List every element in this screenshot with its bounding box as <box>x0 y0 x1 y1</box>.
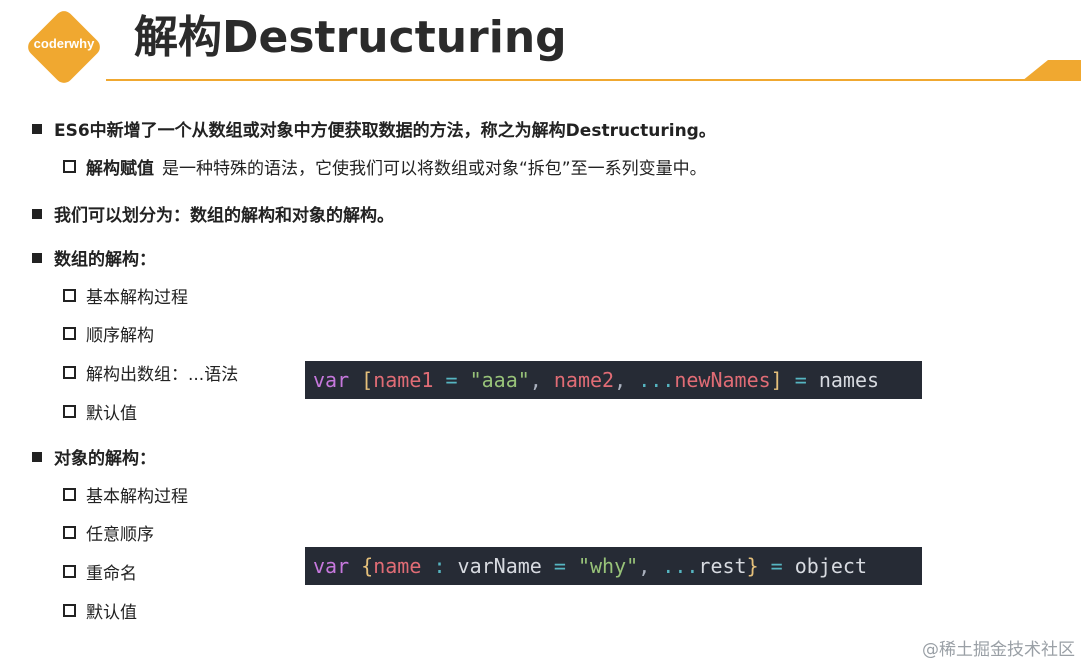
code-block-object: var {name : varName = "why", ...rest} = … <box>305 547 922 585</box>
hollow-square-icon <box>63 160 76 173</box>
list-item-text: 任意顺序 <box>86 525 154 545</box>
bullet-square-icon <box>32 252 42 263</box>
list-item: 顺序解构 <box>63 321 154 346</box>
code-block-array: var [name1 = "aaa", name2, ...newNames] … <box>305 361 922 399</box>
list-item: 基本解构过程 <box>63 482 188 507</box>
header-divider <box>106 60 1081 81</box>
list-item-text: 默认值 <box>86 603 137 623</box>
logo-diamond-icon <box>28 11 100 83</box>
code-bracket: } <box>746 554 759 578</box>
list-item-text: 默认值 <box>86 404 137 424</box>
code-operator: : <box>433 554 446 578</box>
bullet-square-icon <box>32 451 42 462</box>
code-punct: , <box>638 554 651 578</box>
code-variable: name2 <box>553 368 615 392</box>
list-item: 默认值 <box>63 399 137 424</box>
code-operator: = <box>553 554 566 578</box>
code-keyword: var <box>313 368 350 392</box>
code-identifier: names <box>818 368 880 392</box>
code-variable: name <box>373 554 422 578</box>
code-punct: , <box>529 368 542 392</box>
hollow-square-icon <box>63 327 76 340</box>
code-string: "aaa" <box>469 368 530 392</box>
list-item-text: 重命名 <box>86 564 137 584</box>
code-variable: name1 <box>373 368 434 392</box>
code-bracket: { <box>361 554 374 578</box>
code-operator: = <box>770 554 783 578</box>
header-accent-shape <box>1022 60 1081 81</box>
code-operator: = <box>794 368 807 392</box>
code-bracket: ] <box>770 368 783 392</box>
code-keyword: var <box>313 554 350 578</box>
list-item-text: 基本解构过程 <box>86 487 188 507</box>
code-punct: , <box>614 368 627 392</box>
bullet-text: 对象的解构： <box>54 449 156 469</box>
list-item: 默认值 <box>63 598 137 623</box>
sub-bullet-text: 是一种特殊的语法，它使我们可以将数组或对象“拆包”至一系列变量中。 <box>162 159 707 179</box>
list-item-text: 顺序解构 <box>86 326 154 346</box>
hollow-square-icon <box>63 526 76 539</box>
bullet-square-icon <box>32 208 42 219</box>
sub-bullet-destructuring-assignment: 解构赋值 是一种特殊的语法，它使我们可以将数组或对象“拆包”至一系列变量中。 <box>63 154 707 179</box>
page-title: 解构Destructuring <box>134 12 567 63</box>
list-item: 解构出数组：...语法 <box>63 360 238 385</box>
bullet-array-destructuring: 数组的解构： <box>32 245 156 270</box>
hollow-square-icon <box>63 366 76 379</box>
code-bracket: [ <box>361 368 374 392</box>
code-identifier: rest <box>698 554 747 578</box>
code-spread: ... <box>662 554 699 578</box>
hollow-square-icon <box>63 604 76 617</box>
hollow-square-icon <box>63 289 76 302</box>
bullet-es6-destructuring: ES6中新增了一个从数组或对象中方便获取数据的方法，称之为解构Destructu… <box>32 116 716 141</box>
hollow-square-icon <box>63 488 76 501</box>
code-operator: = <box>445 368 458 392</box>
list-item-text: 基本解构过程 <box>86 288 188 308</box>
bullet-text: 我们可以划分为：数组的解构和对象的解构。 <box>54 206 394 226</box>
sub-bullet-strong-text: 解构赋值 <box>86 159 154 179</box>
list-item: 重命名 <box>63 559 137 584</box>
hollow-square-icon <box>63 405 76 418</box>
code-variable: newNames <box>674 368 771 392</box>
hollow-square-icon <box>63 565 76 578</box>
bullet-square-icon <box>32 123 42 134</box>
bullet-text: ES6中新增了一个从数组或对象中方便获取数据的方法，称之为解构Destructu… <box>54 121 716 141</box>
list-item: 基本解构过程 <box>63 283 188 308</box>
list-item: 任意顺序 <box>63 520 154 545</box>
code-identifier: object <box>794 554 868 578</box>
bullet-categories: 我们可以划分为：数组的解构和对象的解构。 <box>32 201 394 226</box>
logo-text: coderwhy <box>33 36 95 51</box>
code-spread: ... <box>638 368 675 392</box>
bullet-object-destructuring: 对象的解构： <box>32 444 156 469</box>
code-identifier: varName <box>457 554 542 578</box>
list-item-text: 解构出数组：...语法 <box>86 365 239 385</box>
bullet-text: 数组的解构： <box>54 250 156 270</box>
code-string: "why" <box>577 554 639 578</box>
watermark: @稀土掘金技术社区 <box>922 640 1075 660</box>
coderwhy-logo: coderwhy <box>22 5 106 89</box>
